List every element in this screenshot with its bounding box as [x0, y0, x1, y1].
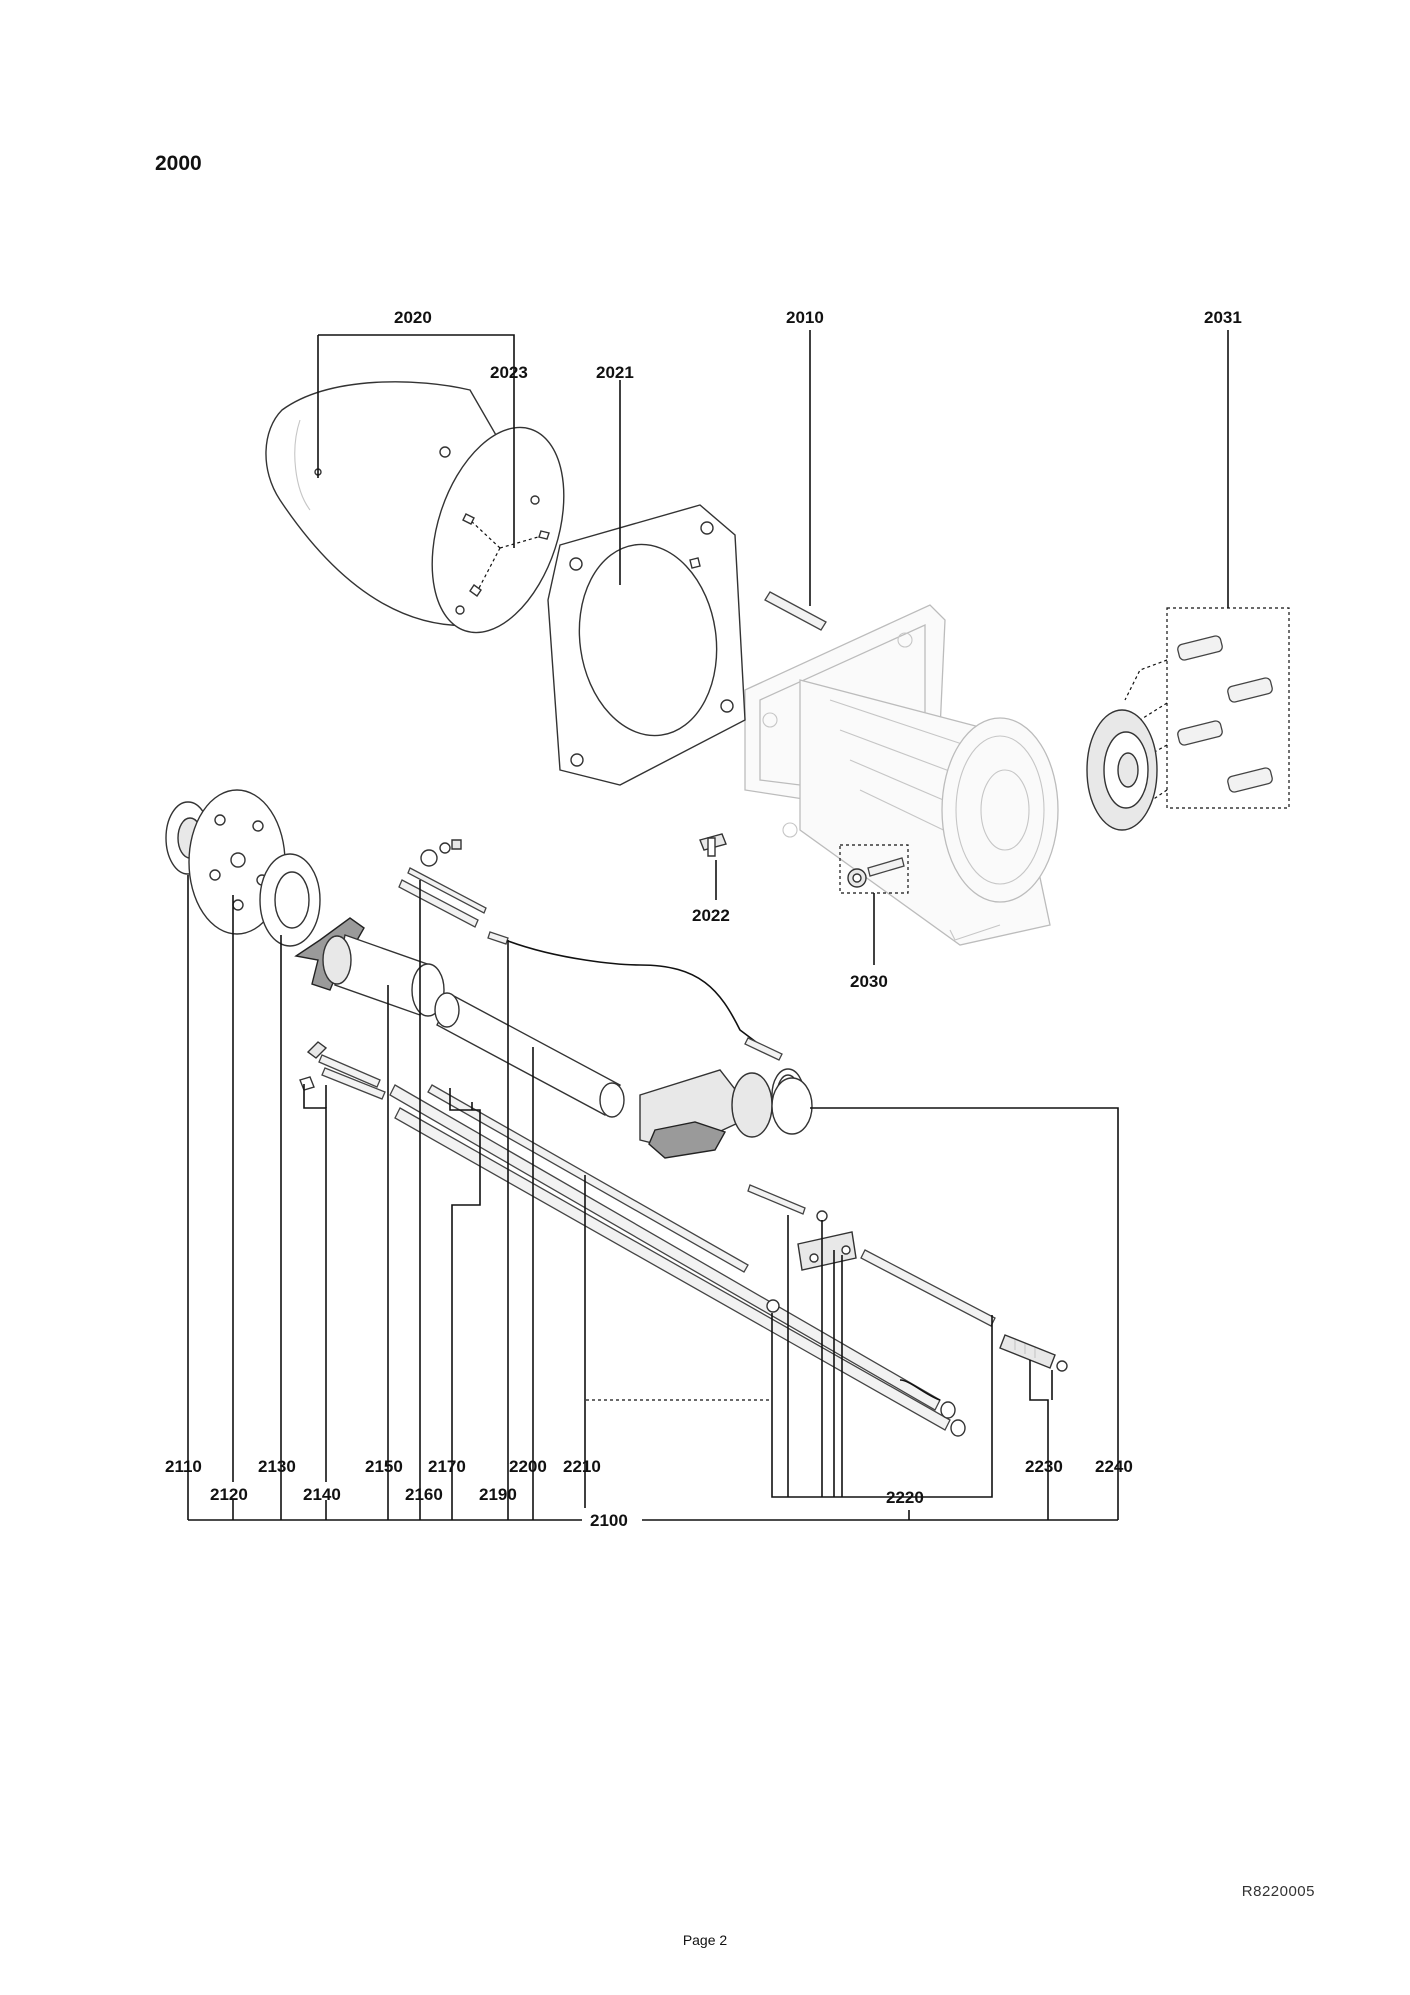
label-2200: 2200 [509, 1457, 547, 1476]
label-2210: 2210 [563, 1457, 601, 1476]
label-2021: 2021 [596, 363, 634, 382]
label-2150: 2150 [365, 1457, 403, 1476]
label-2230: 2230 [1025, 1457, 1063, 1476]
label-2022: 2022 [692, 906, 730, 925]
label-2100: 2100 [590, 1511, 628, 1530]
label-2030: 2030 [850, 972, 888, 991]
part-2190-ignition-cable [487, 931, 783, 1061]
part-labels: 2020 2023 2021 2010 2031 2022 2030 2110 … [165, 308, 1242, 1530]
part-2230-terminal-block [999, 1334, 1068, 1372]
label-2240: 2240 [1095, 1457, 1133, 1476]
label-2130: 2130 [258, 1457, 296, 1476]
reference-code: R8220005 [1241, 1883, 1315, 1900]
label-2120: 2120 [210, 1485, 248, 1504]
label-2140: 2140 [303, 1485, 341, 1504]
label-2110: 2110 [165, 1457, 202, 1476]
part-2220-nozzle-rod-set [747, 1184, 996, 1327]
label-2190: 2190 [479, 1485, 517, 1504]
part-2021-flange-gasket [547, 504, 746, 786]
part-2130-gasket-ring [259, 853, 321, 947]
leader-lines-top [317, 330, 1229, 965]
label-2170: 2170 [428, 1457, 466, 1476]
part-2022-fitting [699, 833, 727, 857]
page-title: 2000 [155, 152, 202, 175]
label-2220: 2220 [886, 1488, 924, 1507]
part-2010-pin [764, 591, 827, 631]
part-2170-electrode-rod [398, 839, 487, 928]
part-nozzle-holder-assembly [639, 1068, 805, 1159]
label-2023: 2023 [490, 363, 528, 382]
part-2240-o-ring [771, 1077, 813, 1135]
label-2020: 2020 [394, 308, 432, 327]
part-2031-nozzle-set [1086, 607, 1290, 831]
part-2020-blast-tube [265, 381, 565, 634]
burner-housing-ghost [744, 604, 1059, 946]
part-2140-electrode-set [299, 1041, 386, 1100]
label-2010: 2010 [786, 308, 824, 327]
leader-lines-bottom [187, 875, 1119, 1521]
label-2160: 2160 [405, 1485, 443, 1504]
label-2031: 2031 [1204, 308, 1242, 327]
page-number: Page 2 [682, 1932, 728, 1948]
part-2150-diffuser-head [294, 917, 445, 1017]
part-2200-air-tube [434, 992, 625, 1118]
